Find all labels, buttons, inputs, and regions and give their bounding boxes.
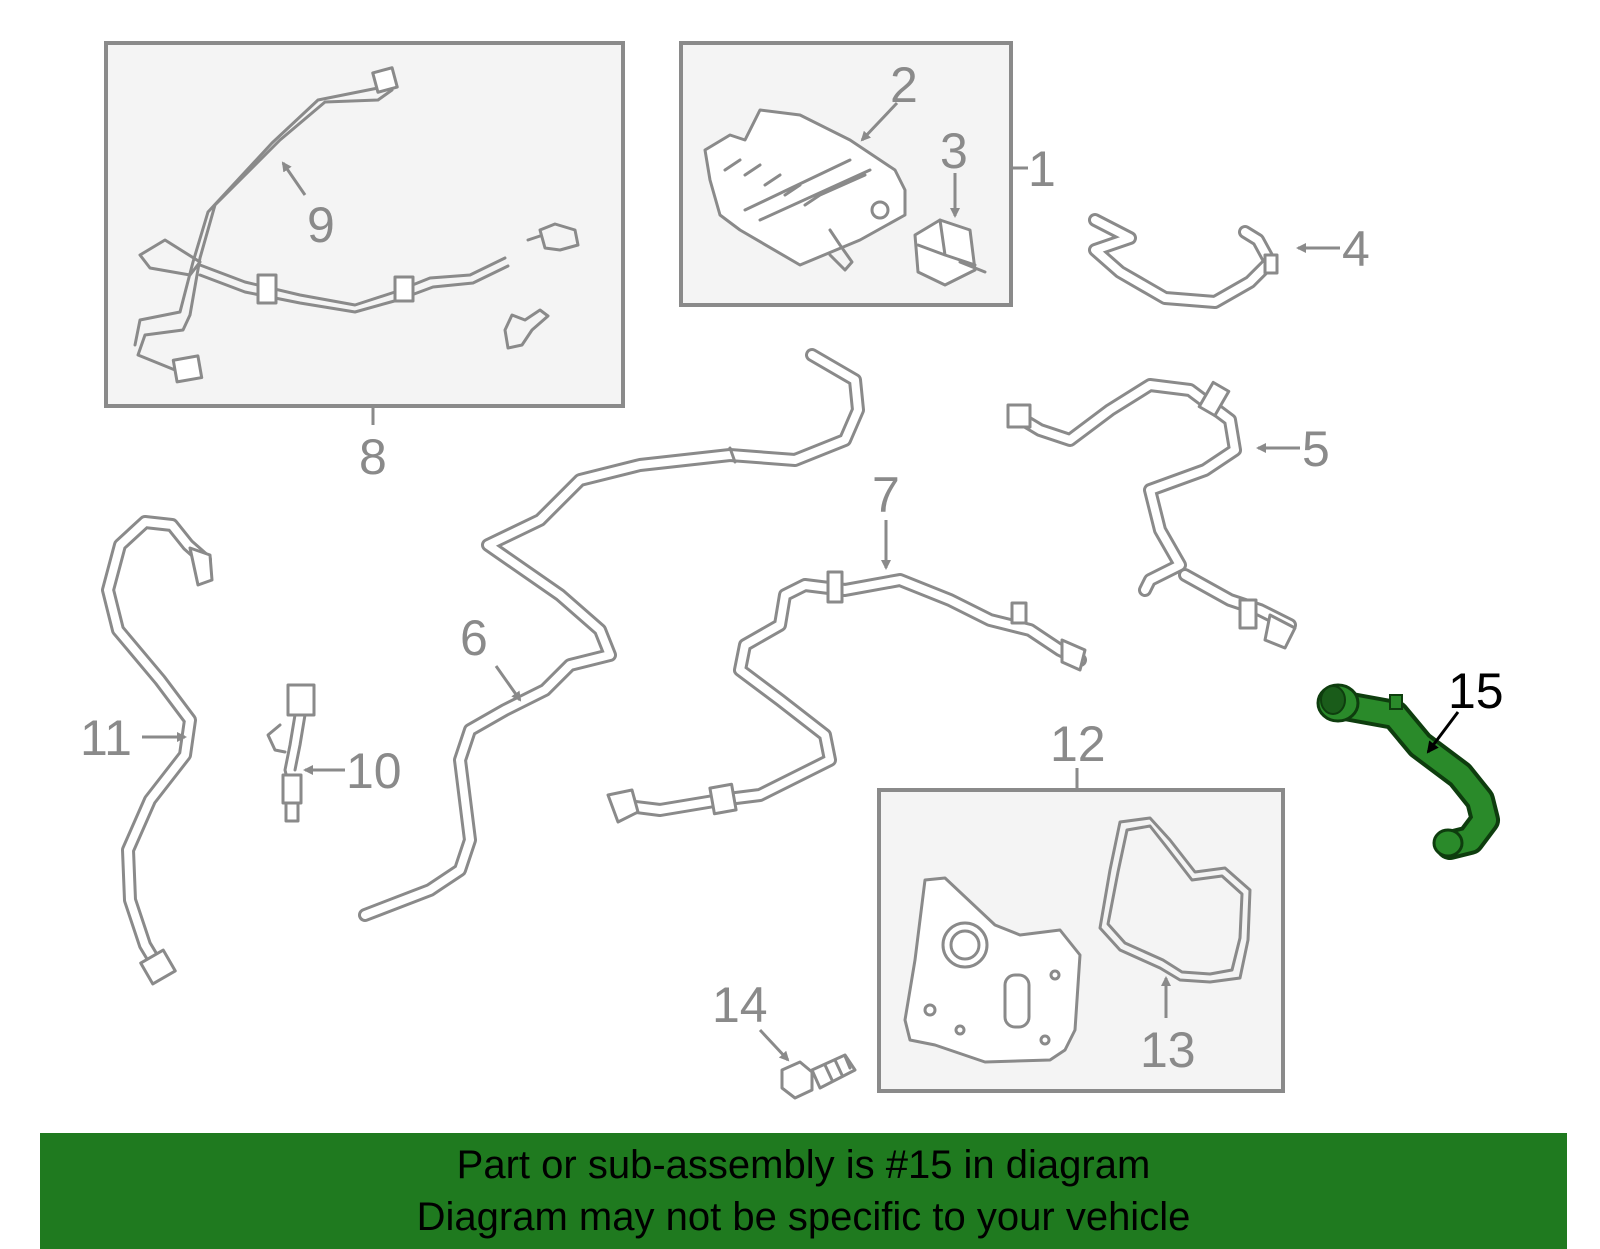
callout-2: 2 <box>890 57 918 113</box>
callout-1: 1 <box>1028 141 1056 197</box>
part-11-sensor-harness <box>101 515 214 986</box>
leader-9 <box>281 161 307 196</box>
callout-12: 12 <box>1050 716 1106 772</box>
callout-13: 13 <box>1140 1022 1196 1078</box>
callout-5: 5 <box>1302 421 1330 477</box>
callout-6: 6 <box>460 610 488 666</box>
callout-3: 3 <box>940 123 968 179</box>
callout-8: 8 <box>359 429 387 485</box>
banner-line-1: Part or sub-assembly is #15 in diagram <box>456 1143 1151 1187</box>
cover-assembly-box <box>877 788 1285 1093</box>
info-banner: Part or sub-assembly is #15 in diagram D… <box>40 1133 1567 1249</box>
part-10-oxygen-sensor <box>266 683 316 823</box>
callout-7: 7 <box>872 467 900 523</box>
part-14-bolt <box>780 1053 857 1100</box>
part-4-tube <box>1088 213 1279 309</box>
part-7-tube <box>606 570 1087 824</box>
banner-line-2: Diagram may not be specific to your vehi… <box>416 1195 1191 1239</box>
callout-10: 10 <box>346 743 402 799</box>
part-15-hose-highlighted <box>1316 683 1500 860</box>
callout-9: 9 <box>307 197 335 253</box>
callout-4: 4 <box>1342 221 1370 277</box>
callout-14: 14 <box>712 977 768 1033</box>
part-5-tube <box>1006 378 1297 650</box>
callout-15: 15 <box>1448 663 1504 719</box>
callout-11: 11 <box>80 710 132 766</box>
harness-assembly-box <box>104 41 625 408</box>
part-6-tube <box>358 348 865 922</box>
